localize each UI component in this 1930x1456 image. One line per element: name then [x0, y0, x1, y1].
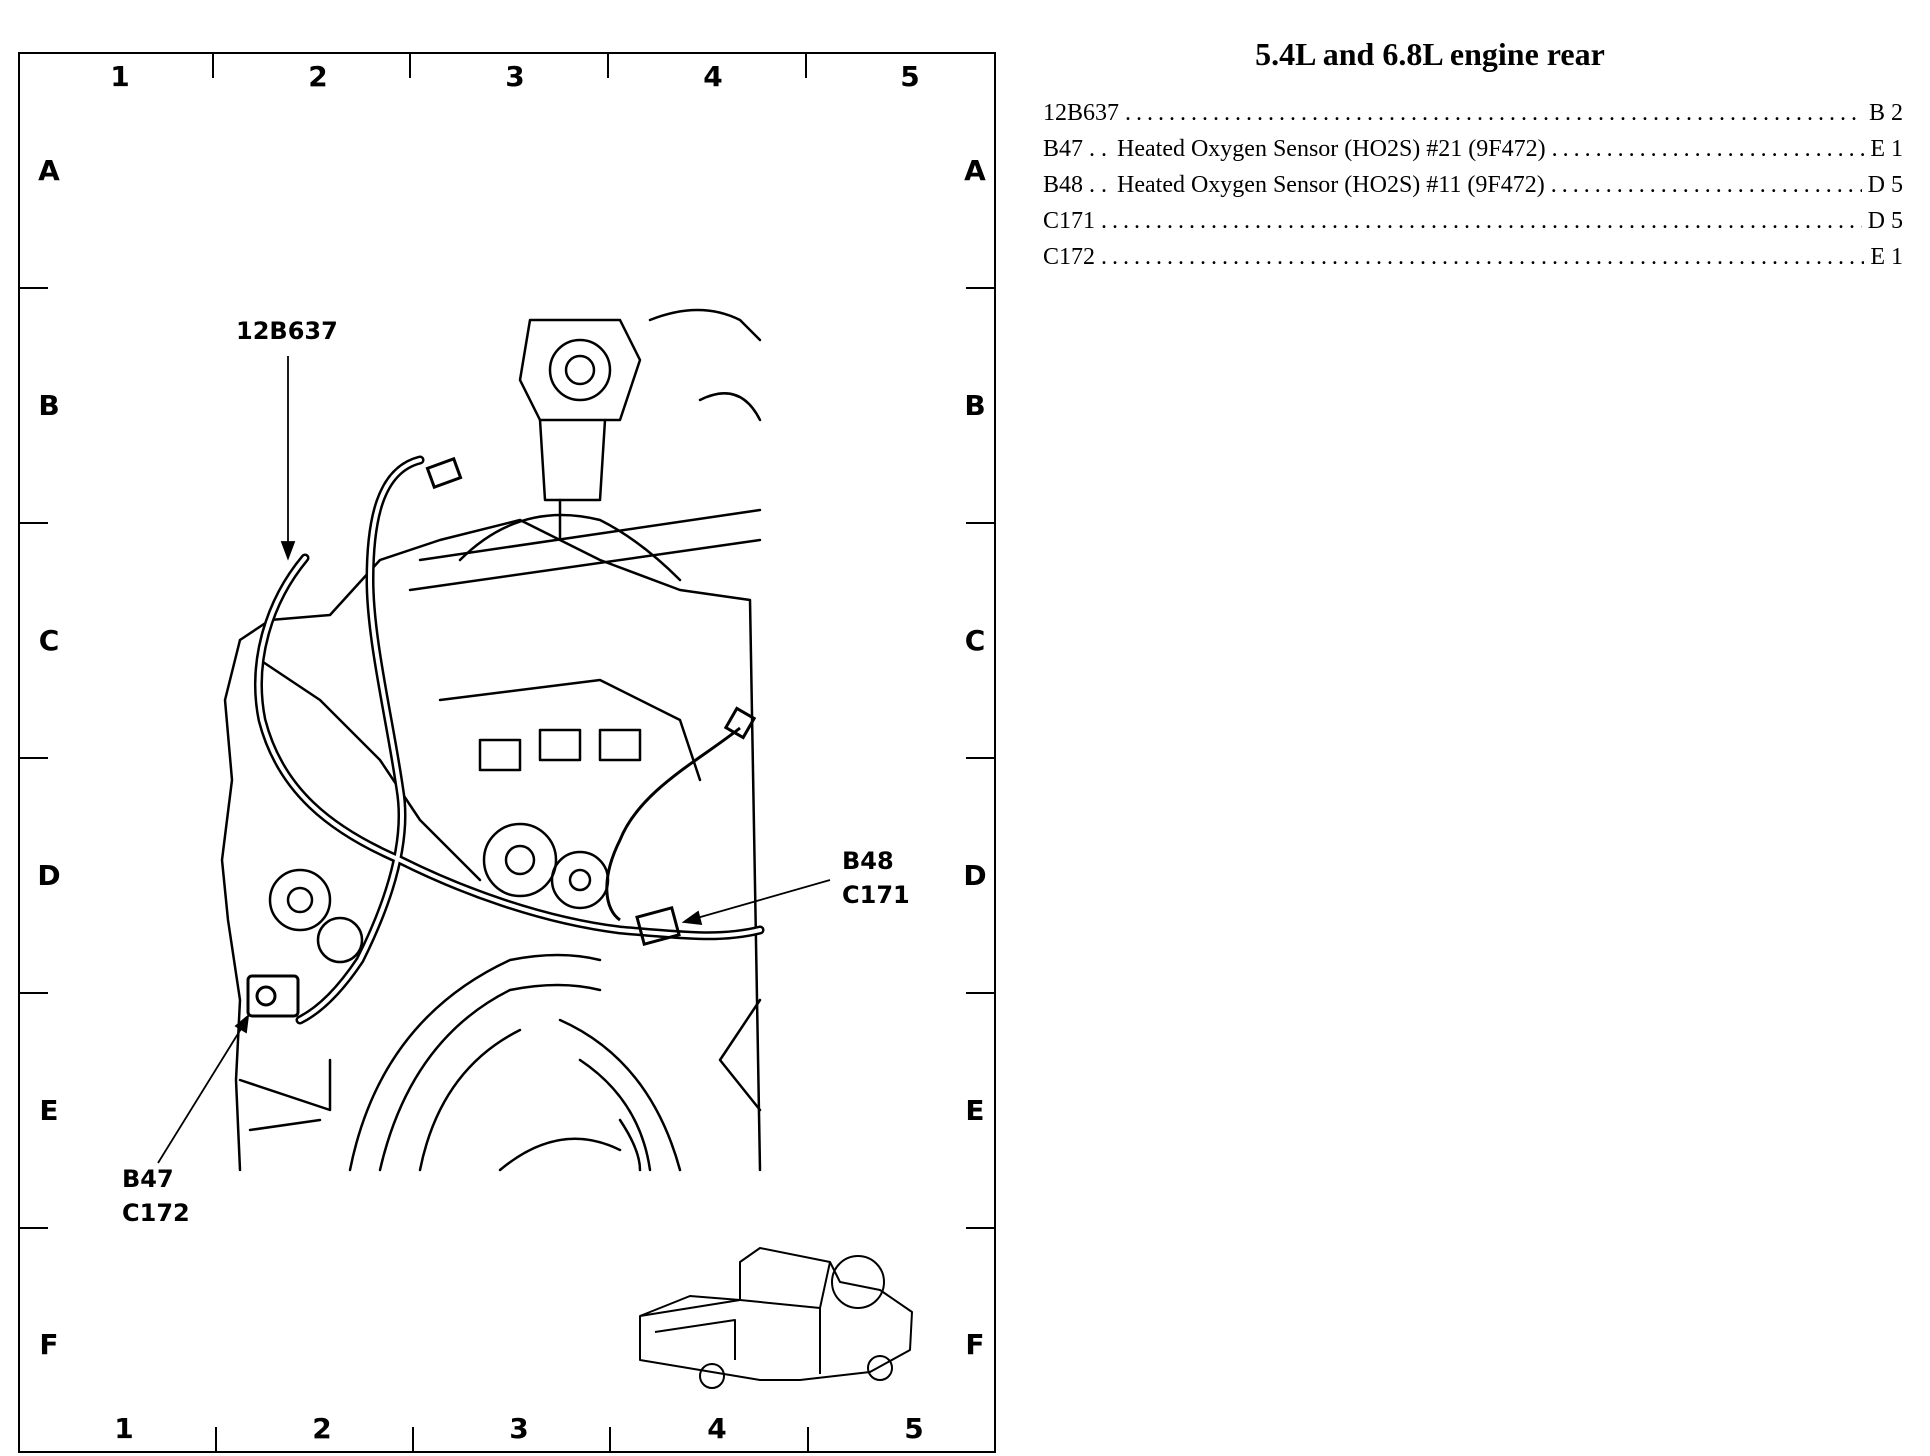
- grid-row-label: A: [38, 154, 60, 187]
- legend-description: Heated Oxygen Sensor (HO2S) #21 (9F472): [1117, 136, 1546, 162]
- legend-code: C172: [1043, 244, 1096, 270]
- component-legend: 12B637 B 2 B47 . . Heated Oxygen Sensor …: [1043, 100, 1903, 280]
- grid-column-label: 2: [312, 1412, 332, 1445]
- grid-row-label: B: [38, 389, 60, 422]
- grid-row-label: F: [39, 1328, 59, 1361]
- grid-row-label: C: [38, 624, 60, 657]
- grid-column-label: 2: [308, 60, 328, 93]
- callout-b48-c171: B48 C171: [842, 844, 910, 912]
- leader-dots: [1125, 100, 1863, 127]
- callout-b47: B47: [122, 1165, 174, 1193]
- legend-row: B48 . . Heated Oxygen Sensor (HO2S) #11 …: [1043, 172, 1903, 208]
- leader-dots: [1101, 244, 1864, 271]
- grid-row-label: E: [965, 1094, 985, 1127]
- grid-row-label: B: [964, 389, 986, 422]
- legend-location: E 1: [1870, 244, 1903, 270]
- grid-column-label: 3: [509, 1412, 529, 1445]
- grid-column-label: 5: [900, 60, 920, 93]
- grid-row-label: C: [964, 624, 986, 657]
- locator-grid-frame: [18, 52, 996, 1453]
- legend-description: Heated Oxygen Sensor (HO2S) #11 (9F472): [1117, 172, 1545, 198]
- legend-row: B47 . . Heated Oxygen Sensor (HO2S) #21 …: [1043, 136, 1903, 172]
- legend-code: C171: [1043, 208, 1096, 234]
- grid-column-label: 4: [703, 60, 723, 93]
- callout-b48: B48: [842, 847, 894, 875]
- grid-column-label: 5: [904, 1412, 924, 1445]
- legend-code: 12B637: [1043, 100, 1120, 126]
- grid-row-label: E: [39, 1094, 59, 1127]
- legend-code: B47 . .: [1043, 136, 1108, 162]
- grid-row-label: A: [964, 154, 986, 187]
- legend-code: B48 . .: [1043, 172, 1108, 198]
- grid-row-label: D: [963, 859, 987, 892]
- grid-column-label: 1: [110, 60, 130, 93]
- grid-row-label: D: [37, 859, 61, 892]
- callout-12b637: 12B637: [236, 317, 338, 345]
- legend-row: C172 E 1: [1043, 244, 1903, 280]
- legend-location: E 1: [1870, 136, 1903, 162]
- legend-location: B 2: [1868, 100, 1903, 126]
- leader-dots: [1101, 208, 1862, 235]
- legend-location: D 5: [1867, 208, 1903, 234]
- grid-column-label: 1: [114, 1412, 134, 1445]
- grid-row-label: F: [965, 1328, 985, 1361]
- legend-location: D 5: [1867, 172, 1903, 198]
- grid-column-label: 3: [505, 60, 525, 93]
- leader-dots: [1552, 136, 1865, 163]
- legend-title: 5.4L and 6.8L engine rear: [1255, 36, 1605, 72]
- legend-row: C171 D 5: [1043, 208, 1903, 244]
- grid-column-label: 4: [707, 1412, 727, 1445]
- callout-c172: C172: [122, 1199, 190, 1227]
- legend-row: 12B637 B 2: [1043, 100, 1903, 136]
- leader-dots: [1551, 172, 1862, 199]
- callout-c171: C171: [842, 881, 910, 909]
- callout-b47-c172: B47 C172: [122, 1162, 190, 1230]
